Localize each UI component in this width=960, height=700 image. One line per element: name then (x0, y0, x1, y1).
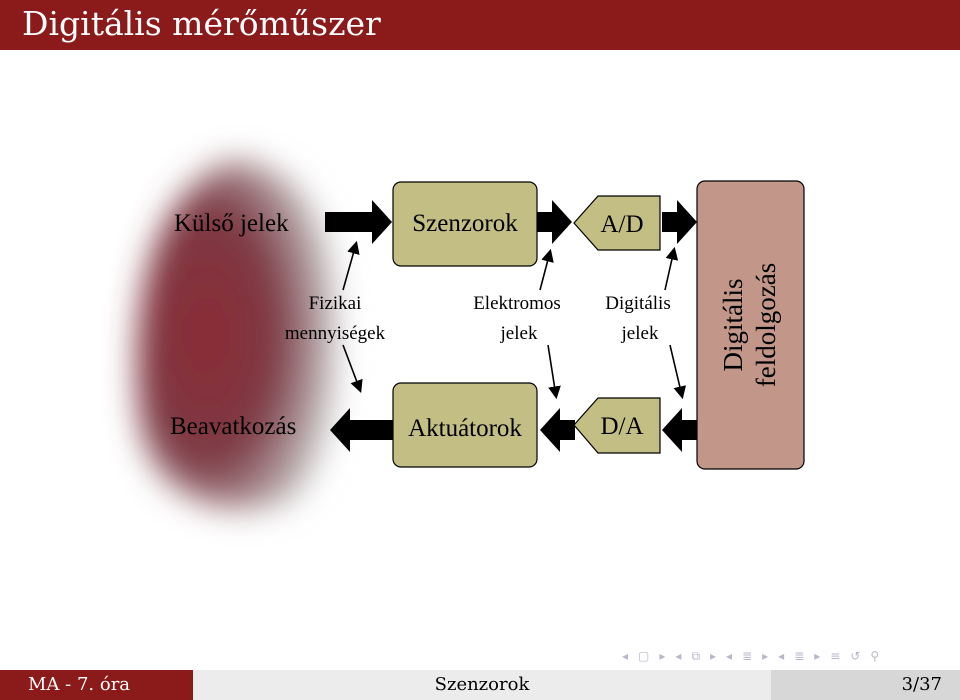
subsection-icon[interactable]: ⧉ (691, 648, 701, 663)
arrow-left-icon[interactable]: ◂ (778, 649, 785, 663)
arrow-right-icon[interactable]: ▸ (710, 649, 717, 663)
footer-left-text: MA - 7. óra (28, 674, 131, 695)
beamer-navigation: ◂ ▢ ▸ ◂ ⧉ ▸ ◂ ≣ ▸ ◂ ≣ ▸ ≡ ↺ ⚲ (622, 646, 954, 666)
external-signals-label: Külső jelek (174, 210, 289, 237)
sensors-label: Szenzorok (412, 210, 518, 237)
section-icon[interactable]: ≣ (742, 649, 753, 663)
arrow-left-icon[interactable]: ◂ (622, 649, 629, 663)
footer-center-text: Szenzorok (434, 674, 530, 695)
arrow-right-icon[interactable]: ▸ (659, 649, 666, 663)
adc-label: A/D (600, 211, 643, 238)
dac-box (573, 397, 661, 454)
frame-icon[interactable]: ▢ (638, 649, 650, 663)
arrow-right-icon[interactable]: ▸ (762, 649, 769, 663)
processing-label-line2: feldolgozás (751, 263, 781, 387)
search-icon[interactable]: ⚲ (870, 649, 880, 663)
arrow-left-icon[interactable]: ◂ (726, 649, 733, 663)
footer-title-section: Szenzorok (193, 670, 771, 700)
sensor-flow-arrows (325, 200, 697, 244)
document-icon[interactable]: ≣ (794, 649, 805, 663)
slide-title: Digitális mérőműszer (22, 4, 381, 43)
electrical-signals-line1: Elektromos (473, 293, 561, 314)
actuator-flow-arrows (330, 408, 697, 452)
signal-cloud (136, 160, 337, 510)
undo-icon[interactable]: ↺ (850, 649, 861, 663)
processing-box (696, 180, 805, 470)
measurement-diagram: Külső jelek Beavatkozás Szenzorok Aktuát… (136, 160, 805, 510)
sensors-box (392, 181, 538, 267)
physical-quantities-line2: mennyiségek (285, 323, 386, 344)
slide-content: Külső jelek Beavatkozás Szenzorok Aktuát… (0, 50, 960, 650)
processing-label-line1: Digitális (718, 279, 748, 372)
actuators-box (392, 382, 538, 468)
dac-label: D/A (600, 413, 643, 440)
title-bar: Digitális mérőműszer (0, 0, 960, 50)
label-pointer-arrows (342, 240, 687, 400)
electrical-signals-line2: jelek (500, 323, 538, 344)
intervention-label: Beavatkozás (170, 413, 296, 440)
digital-signals-line2: jelek (621, 323, 659, 344)
adc-box (573, 195, 661, 251)
actuators-label: Aktuátorok (408, 415, 522, 442)
footer-bar: MA - 7. óra Szenzorok 3/37 (0, 670, 960, 700)
footer-author-section: MA - 7. óra (0, 670, 193, 700)
arrow-right-icon[interactable]: ▸ (814, 649, 821, 663)
footer-page-section: 3/37 (771, 670, 960, 700)
page-number: 3/37 (901, 674, 942, 695)
align-icon[interactable]: ≡ (830, 649, 841, 663)
physical-quantities-line1: Fizikai (309, 293, 362, 314)
arrow-left-icon[interactable]: ◂ (675, 649, 682, 663)
digital-signals-line1: Digitális (605, 293, 670, 314)
